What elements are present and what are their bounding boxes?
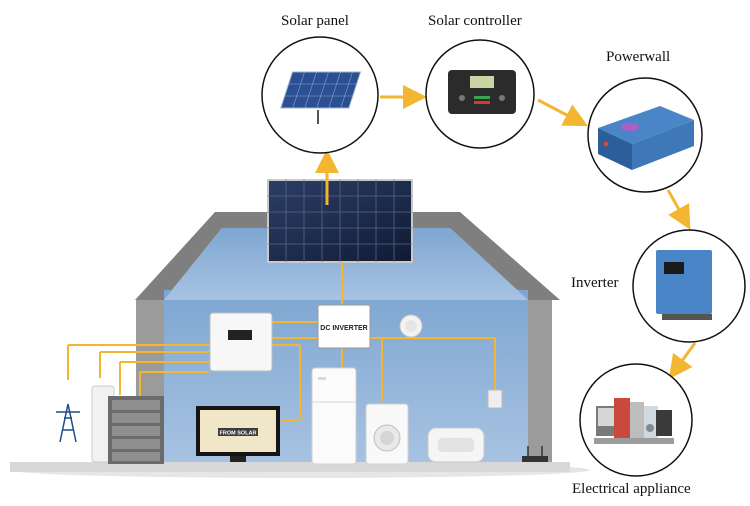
washing-machine <box>365 403 409 465</box>
tv-screen-text: FROM SOLAR <box>220 431 257 437</box>
dc-inverter-label: DC INVERTER <box>320 325 367 332</box>
powerwall-node <box>587 77 703 193</box>
solar-controller-node <box>425 39 535 149</box>
label-solar-controller: Solar controller <box>428 13 522 29</box>
wiring <box>67 262 496 421</box>
hybrid-inverter <box>209 312 273 372</box>
label-powerwall: Powerwall <box>606 49 671 65</box>
arrow-inverter-to-appliance <box>668 342 697 380</box>
television: FROM SOLAR <box>196 406 280 462</box>
roof-solar-panel <box>267 179 413 263</box>
refrigerator <box>311 367 357 465</box>
label-inverter: Inverter <box>571 275 619 291</box>
arrow-powerwall-to-inverter <box>666 189 691 230</box>
house-floor <box>10 462 570 472</box>
thermostat <box>399 314 423 338</box>
armchair <box>427 427 485 463</box>
inverter-node <box>632 229 746 343</box>
power-tower <box>56 403 80 443</box>
dc-inverter-box: DC INVERTER <box>317 304 371 349</box>
battery-rack <box>108 396 164 464</box>
house-right-wall <box>528 300 552 466</box>
house-gable <box>164 228 528 300</box>
electrical-appliance-node <box>579 363 693 477</box>
router <box>522 446 548 462</box>
label-electrical-appliance: Electrical appliance <box>572 481 691 497</box>
solar-panel-node <box>261 36 379 154</box>
label-solar-panel: Solar panel <box>281 13 349 29</box>
wall-unit <box>487 389 503 409</box>
arrow-controller-to-powerwall <box>537 98 588 127</box>
